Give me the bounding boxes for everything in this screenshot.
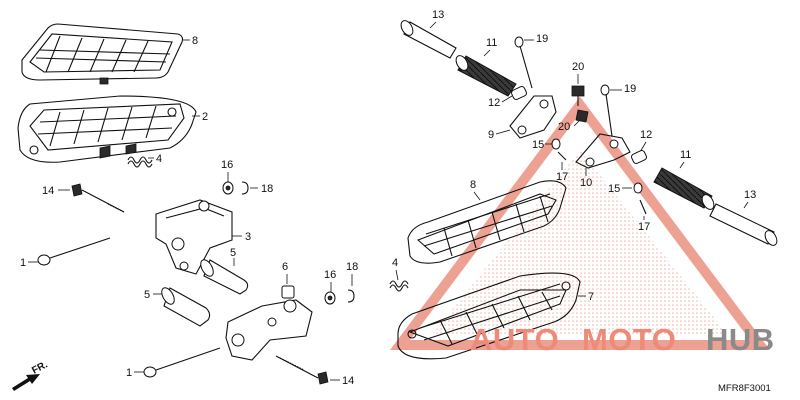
spring-left — [127, 156, 153, 168]
watermark-text: AUTO MOTO HUB — [470, 322, 775, 357]
floorboard-rubber-left — [21, 23, 184, 85]
cotter-pin-right-lower — [639, 199, 647, 215]
callout-6: 6 — [282, 261, 288, 273]
callout-5: 5 — [230, 247, 236, 259]
callout-20: 20 — [572, 61, 584, 73]
cotter-pin-right-upper — [557, 151, 567, 161]
callout-12: 12 — [488, 97, 500, 109]
clip-left-lower — [347, 289, 355, 303]
front-direction-arrow — [12, 374, 40, 391]
clip-left-upper — [241, 181, 249, 195]
pin-left-lower — [143, 347, 221, 378]
callout-15: 15 — [532, 139, 544, 151]
callout-16: 16 — [221, 159, 233, 171]
callout-14-lower: 14 — [342, 375, 354, 387]
watermark-hub: HUB — [706, 322, 775, 357]
footpeg-bracket-right-upper — [509, 95, 557, 139]
callout-13-lower: 13 — [744, 189, 756, 201]
callout-1-lower: 1 — [126, 367, 132, 379]
washer-right-upper — [551, 138, 561, 150]
callout-19: 19 — [536, 33, 548, 45]
callout-14: 14 — [42, 185, 54, 197]
callout-3: 3 — [245, 231, 251, 243]
callout-7: 7 — [588, 291, 594, 303]
watermark-auto: AUTO — [470, 322, 559, 357]
callout-4-right: 4 — [392, 257, 398, 269]
pin-left-upper — [37, 237, 111, 266]
collar-left — [281, 285, 295, 299]
callout-12-lower: 12 — [640, 129, 652, 141]
spring-right — [389, 280, 409, 292]
callout-9: 9 — [488, 129, 494, 141]
footpeg-cap-upper — [400, 20, 457, 59]
rubber-damper-left-upper — [200, 259, 249, 295]
bolt-left-lower — [275, 355, 329, 385]
callout-18: 18 — [261, 183, 273, 195]
callout-5-lower: 5 — [144, 289, 150, 301]
floorboard-frame-right — [397, 272, 581, 360]
bracket-left — [155, 199, 233, 275]
callout-20-lower: 20 — [558, 121, 570, 133]
callout-10: 10 — [580, 177, 592, 189]
footpeg-cap-lower — [709, 203, 778, 246]
diagram-code: MFR8F3001 — [718, 383, 771, 394]
pin-right-lower — [600, 84, 613, 137]
collar-right-lower — [631, 149, 647, 165]
pin-right-upper — [514, 36, 533, 89]
washer-right-lower — [633, 182, 643, 194]
callout-11: 11 — [486, 37, 497, 49]
callout-17: 17 — [556, 171, 568, 183]
bolt-right-20-lower — [575, 109, 589, 123]
watermark-moto: MOTO — [582, 322, 676, 357]
collar-right-upper — [511, 85, 527, 101]
callout-13: 13 — [432, 9, 444, 21]
rubber-damper-left-lower — [161, 287, 211, 327]
bolt-right-20-upper — [571, 85, 585, 106]
bracket-left-lower — [225, 299, 313, 361]
footpeg-rubber-upper — [455, 55, 517, 97]
callout-11-lower: 11 — [680, 149, 691, 161]
callout-8-right: 8 — [470, 179, 476, 191]
callout-15-lower: 15 — [608, 183, 620, 195]
bolt-left-upper — [71, 183, 125, 213]
footpeg-rubber-lower — [653, 167, 715, 210]
callout-1: 1 — [20, 257, 26, 269]
callout-19-lower: 19 — [624, 83, 636, 95]
callout-8: 8 — [192, 35, 198, 47]
callout-17-lower: 17 — [638, 221, 650, 233]
front-marker: FR. — [30, 359, 50, 376]
floorboard-rubber-right — [407, 180, 567, 264]
callout-18-lower: 18 — [346, 261, 358, 273]
callout-2: 2 — [202, 111, 208, 123]
floorboard-frame-left — [17, 95, 197, 163]
footpeg-bracket-right-lower — [575, 133, 631, 169]
callout-4: 4 — [156, 153, 162, 165]
callout-16-lower: 16 — [324, 269, 336, 281]
